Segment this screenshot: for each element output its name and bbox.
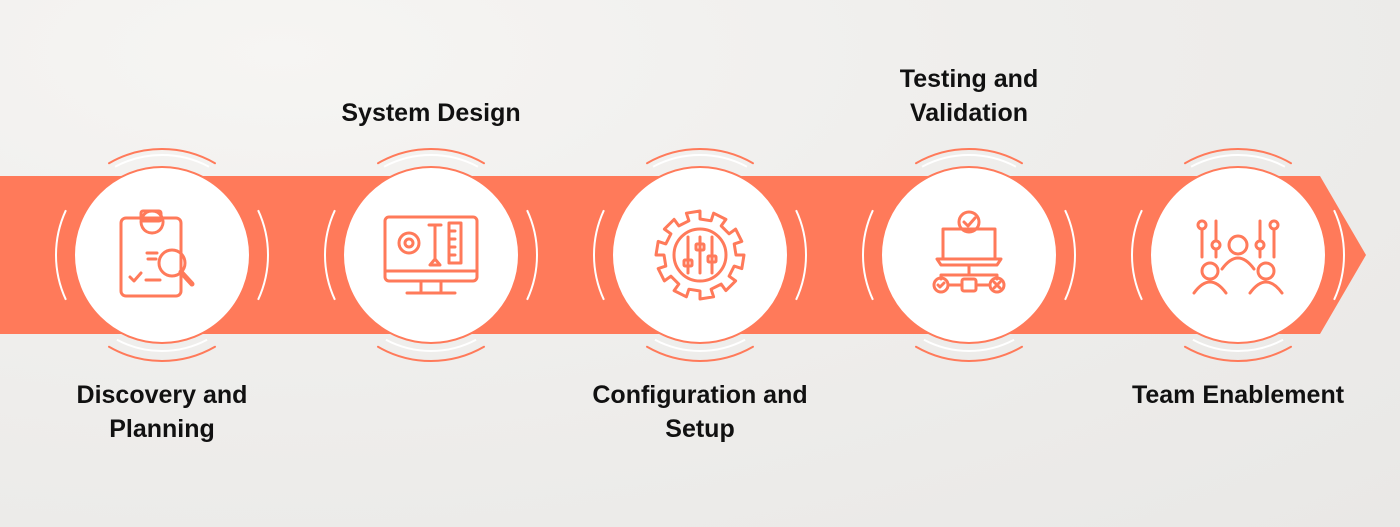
node-side-arc [55, 209, 67, 301]
node-outer-arc [114, 154, 210, 168]
step-node [1131, 148, 1345, 362]
node-circle-inner [887, 173, 1051, 337]
node-outer-arc [1184, 148, 1292, 165]
node-outer-arc [385, 338, 477, 352]
node-outer-arc [377, 148, 485, 165]
node-side-arc [324, 209, 336, 301]
node-side-arc [593, 209, 605, 301]
step-node [55, 148, 269, 362]
node-outer-arc [923, 338, 1015, 352]
node-outer-arc [654, 338, 746, 352]
node-outer-arc [108, 345, 216, 362]
step-node [324, 148, 538, 362]
step-label-testing-validation: Testing and Validation [899, 65, 1039, 127]
node-outer-arc [108, 148, 216, 165]
step-label-team-enablement: Team Enablement [1131, 381, 1345, 409]
node-outer-arc [116, 338, 208, 352]
gear-sliders-icon [654, 209, 746, 301]
step-label-system-design: System Design [341, 99, 521, 127]
node-outer-arc [915, 345, 1023, 362]
node-outer-arc [1190, 154, 1286, 168]
node-side-arc [1131, 209, 1143, 301]
node-outer-arc [383, 154, 479, 168]
node-outer-arc [377, 345, 485, 362]
node-side-arc [1064, 209, 1076, 301]
node-side-arc [795, 209, 807, 301]
step-node [593, 148, 807, 362]
node-outer-arc [921, 154, 1017, 168]
clipboard-idea-search-icon [119, 209, 195, 298]
node-outer-arc [1184, 345, 1292, 362]
step-label-configuration-setup: Configuration and Setup [592, 381, 808, 443]
monitor-gear-tools-icon [383, 215, 479, 295]
node-side-arc [1333, 209, 1345, 301]
node-circle-inner [349, 173, 513, 337]
node-outer-arc [646, 345, 754, 362]
laptop-check-network-icon [932, 210, 1006, 294]
node-outer-arc [1192, 338, 1284, 352]
step-node [862, 148, 1076, 362]
step-label-discovery-planning: Discovery and Planning [76, 381, 248, 443]
team-people-icon [1192, 219, 1284, 295]
node-side-arc [257, 209, 269, 301]
node-outer-arc [646, 148, 754, 165]
node-outer-arc [915, 148, 1023, 165]
node-side-arc [862, 209, 874, 301]
node-side-arc [526, 209, 538, 301]
node-outer-arc [652, 154, 748, 168]
